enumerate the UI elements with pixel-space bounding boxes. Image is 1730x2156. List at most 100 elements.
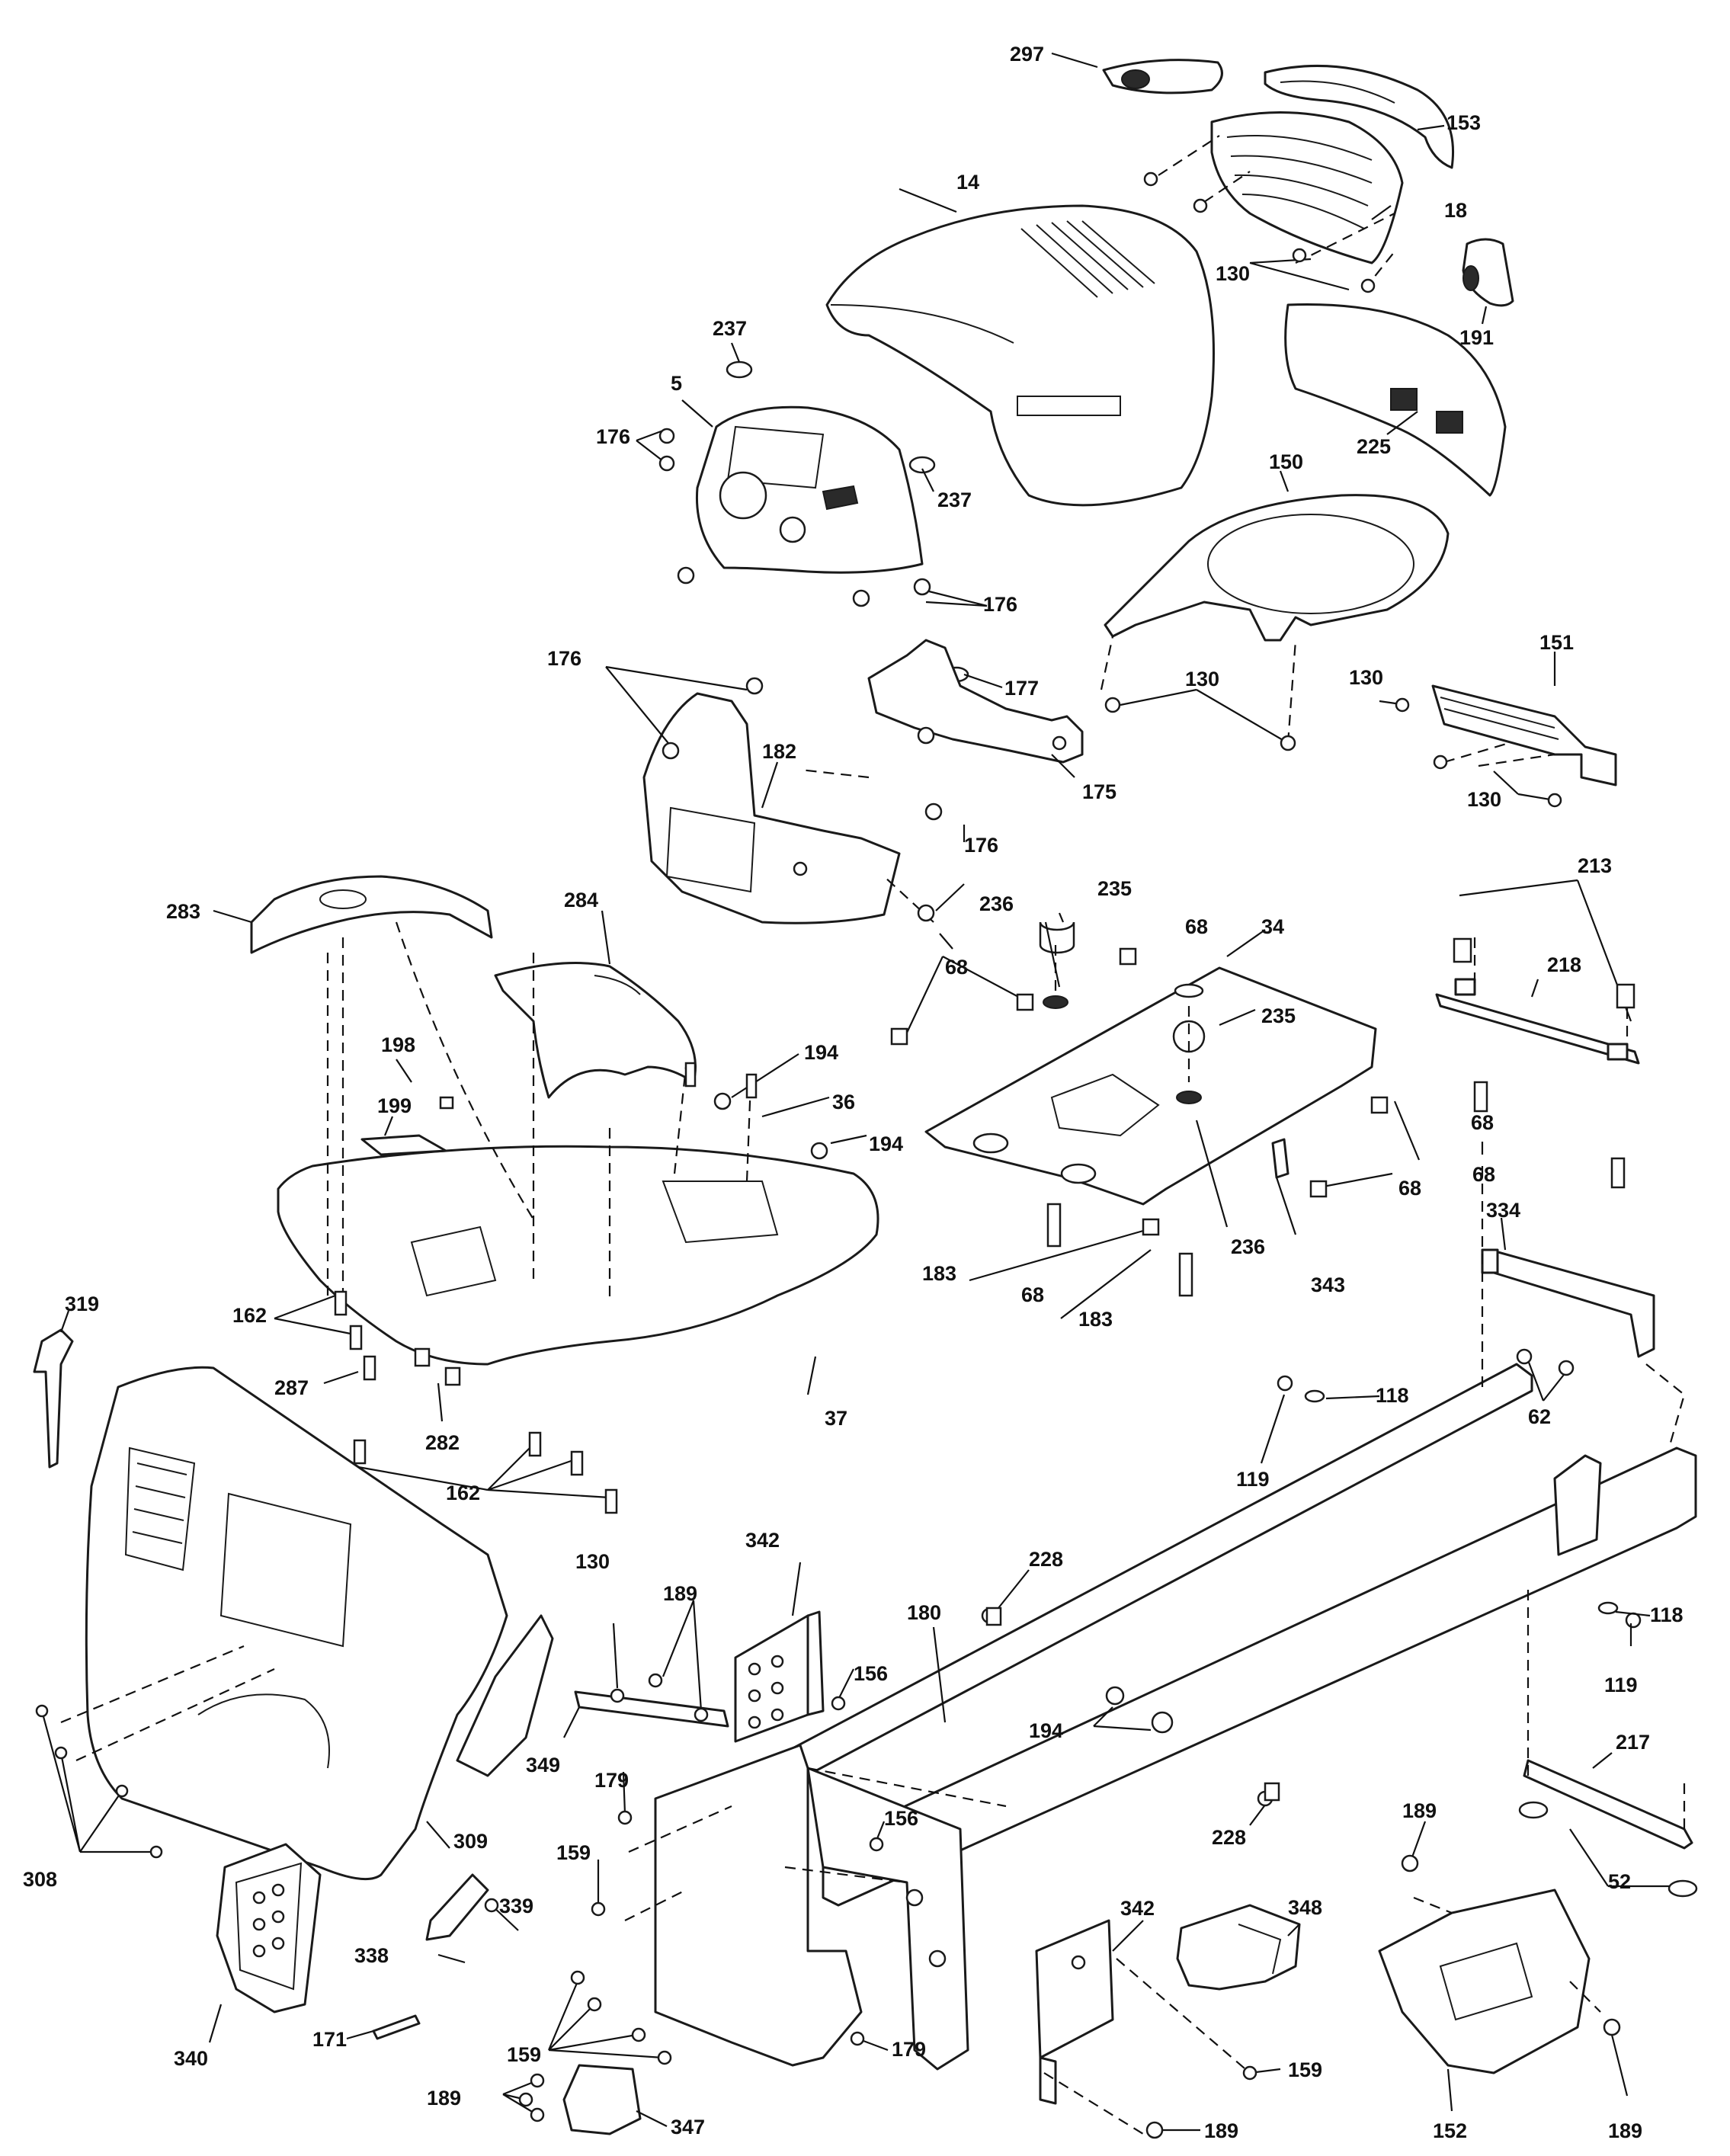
part-284-seat-pan bbox=[494, 962, 697, 1099]
part-334-bracket bbox=[1481, 1248, 1655, 1358]
callout-319: 319 bbox=[65, 1293, 99, 1315]
callout-130: 130 bbox=[1216, 262, 1250, 285]
callout-176: 176 bbox=[547, 647, 581, 670]
callout-153: 153 bbox=[1446, 111, 1481, 134]
callout-130: 130 bbox=[1467, 788, 1501, 811]
callout-68: 68 bbox=[1472, 1163, 1495, 1186]
callout-339: 339 bbox=[499, 1895, 533, 1917]
callout-347: 347 bbox=[671, 2116, 705, 2138]
callout-159: 159 bbox=[1288, 2058, 1322, 2081]
part-342-plate-upper bbox=[734, 1610, 825, 1743]
callout-14: 14 bbox=[956, 171, 979, 194]
part-175-dash-bracket bbox=[867, 639, 1084, 764]
callout-176: 176 bbox=[964, 834, 998, 857]
callout-150: 150 bbox=[1269, 450, 1303, 473]
callout-177: 177 bbox=[1004, 677, 1039, 700]
callout-235: 235 bbox=[1261, 1004, 1296, 1027]
callout-183: 183 bbox=[1078, 1308, 1113, 1331]
callout-217: 217 bbox=[1616, 1731, 1650, 1754]
callout-179: 179 bbox=[594, 1769, 629, 1792]
callout-308: 308 bbox=[23, 1868, 57, 1891]
callout-235: 235 bbox=[1097, 877, 1132, 900]
part-282-clip bbox=[414, 1347, 461, 1386]
callout-176: 176 bbox=[596, 425, 630, 448]
callout-191: 191 bbox=[1459, 326, 1494, 349]
callout-189: 189 bbox=[1402, 1799, 1437, 1822]
part-235-bushing bbox=[1039, 921, 1204, 998]
callout-37: 37 bbox=[825, 1407, 847, 1430]
part-283-footrest-left bbox=[250, 875, 493, 954]
part-309-front-panel bbox=[85, 1366, 554, 1881]
callout-236: 236 bbox=[979, 892, 1014, 915]
callout-342: 342 bbox=[745, 1529, 780, 1552]
callout-343: 343 bbox=[1311, 1273, 1345, 1296]
callout-176: 176 bbox=[983, 593, 1017, 616]
callout-130: 130 bbox=[1349, 666, 1383, 689]
part-340-grille-insert bbox=[216, 1843, 322, 2013]
callout-119: 119 bbox=[1236, 1468, 1270, 1491]
part-5-dash bbox=[695, 405, 924, 574]
callout-119: 119 bbox=[1604, 1674, 1638, 1696]
callout-338: 338 bbox=[354, 1944, 389, 1967]
callout-189: 189 bbox=[1204, 2119, 1238, 2142]
callout-62: 62 bbox=[1528, 1405, 1551, 1428]
callout-237: 237 bbox=[713, 317, 747, 340]
callout-340: 340 bbox=[174, 2047, 208, 2070]
part-348-cover bbox=[1176, 1904, 1301, 1991]
part-152-shield bbox=[1378, 1889, 1591, 2074]
callout-237: 237 bbox=[937, 489, 972, 511]
callout-130: 130 bbox=[575, 1550, 610, 1573]
part-297-headlight-lens bbox=[1102, 59, 1223, 95]
hardware-fasteners bbox=[35, 171, 1635, 2139]
callout-118: 118 bbox=[1650, 1603, 1684, 1626]
part-171-pin bbox=[372, 2014, 421, 2040]
callout-189: 189 bbox=[427, 2087, 461, 2110]
callout-194: 194 bbox=[804, 1041, 838, 1064]
callout-194: 194 bbox=[1029, 1719, 1063, 1742]
part-191-headlight bbox=[1462, 238, 1514, 307]
part-217-rod bbox=[1523, 1759, 1693, 1850]
callout-18: 18 bbox=[1444, 199, 1467, 222]
callout-52: 52 bbox=[1608, 1870, 1631, 1893]
callout-156: 156 bbox=[854, 1662, 888, 1685]
part-319-bracket bbox=[33, 1328, 74, 1469]
callout-228: 228 bbox=[1212, 1826, 1246, 1849]
part-343-bracket bbox=[1271, 1138, 1289, 1179]
part-237-plug bbox=[726, 360, 936, 474]
part-37-body bbox=[277, 1145, 879, 1366]
callout-34: 34 bbox=[1261, 915, 1284, 938]
part-180-frame-front bbox=[654, 1744, 969, 2071]
callout-284: 284 bbox=[564, 889, 598, 911]
part-14-hood bbox=[825, 204, 1215, 507]
callout-162: 162 bbox=[232, 1304, 267, 1327]
callout-282: 282 bbox=[425, 1431, 460, 1454]
callout-189: 189 bbox=[1608, 2119, 1642, 2142]
callout-171: 171 bbox=[312, 2028, 347, 2051]
callout-287: 287 bbox=[274, 1376, 309, 1399]
callout-68: 68 bbox=[1021, 1283, 1044, 1306]
callout-236: 236 bbox=[1231, 1235, 1265, 1258]
part-347-bracket bbox=[562, 2064, 642, 2135]
callout-156: 156 bbox=[884, 1807, 918, 1830]
callout-159: 159 bbox=[556, 1841, 591, 1864]
callout-348: 348 bbox=[1288, 1896, 1322, 1919]
part-339-lever bbox=[425, 1873, 489, 1941]
callout-179: 179 bbox=[892, 2038, 926, 2061]
callout-175: 175 bbox=[1082, 780, 1116, 803]
part-342-plate-lower bbox=[1035, 1919, 1114, 2105]
callout-182: 182 bbox=[762, 740, 796, 763]
callout-68: 68 bbox=[1185, 915, 1208, 938]
callout-198: 198 bbox=[381, 1033, 415, 1056]
callout-213: 213 bbox=[1578, 854, 1612, 877]
callout-297: 297 bbox=[1010, 43, 1044, 66]
part-198-clip bbox=[439, 1096, 454, 1110]
part-119-nut bbox=[1277, 1375, 1642, 1629]
callout-180: 180 bbox=[907, 1601, 941, 1624]
callout-199: 199 bbox=[377, 1094, 412, 1117]
part-150-fender-base bbox=[1104, 494, 1450, 642]
callout-118: 118 bbox=[1376, 1384, 1409, 1407]
callout-151: 151 bbox=[1539, 631, 1574, 654]
part-182-console bbox=[642, 692, 901, 924]
callout-342: 342 bbox=[1120, 1897, 1155, 1920]
